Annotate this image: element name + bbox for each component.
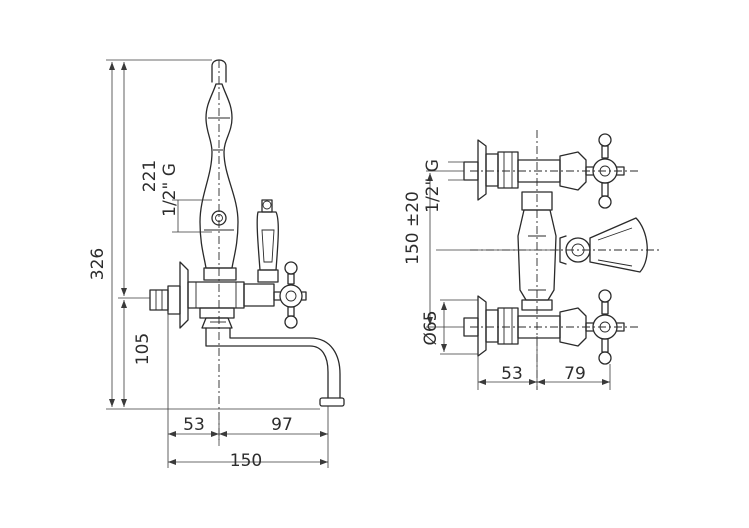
side-view: 326 221 1/2" G 105 53 97 150 bbox=[88, 59, 345, 471]
front-dimensions bbox=[426, 161, 611, 390]
side-dimensions bbox=[106, 59, 329, 468]
dim-front-diameter: Ø65 bbox=[421, 310, 441, 345]
dim-upper-height: 221 bbox=[140, 160, 160, 192]
mixer-body bbox=[187, 267, 275, 329]
dim-front-centers: 150 ±20 bbox=[403, 191, 423, 265]
dim-right-width: 97 bbox=[271, 415, 293, 435]
diverter-handle bbox=[256, 199, 279, 283]
dim-total-height: 326 bbox=[88, 248, 108, 280]
dim-lower-height: 105 bbox=[133, 333, 153, 365]
dim-front-thread: 1/2" G bbox=[423, 159, 443, 213]
wall-connector bbox=[149, 261, 189, 329]
cross-handle bbox=[273, 261, 307, 329]
diverter bbox=[559, 217, 648, 273]
dim-left-width: 53 bbox=[183, 415, 205, 435]
spout bbox=[205, 327, 345, 407]
connector-body bbox=[517, 191, 557, 311]
front-view: 1/2" G 150 ±20 Ø65 53 79 bbox=[403, 130, 660, 390]
dim-front-left-width: 53 bbox=[501, 364, 523, 384]
lower-inlet bbox=[463, 295, 561, 357]
dim-thread: 1/2" G bbox=[160, 163, 180, 217]
lower-cross-handle bbox=[559, 289, 625, 365]
dim-overall-width: 150 bbox=[230, 451, 262, 471]
dim-front-right-width: 79 bbox=[564, 364, 586, 384]
upper-inlet bbox=[463, 139, 561, 201]
